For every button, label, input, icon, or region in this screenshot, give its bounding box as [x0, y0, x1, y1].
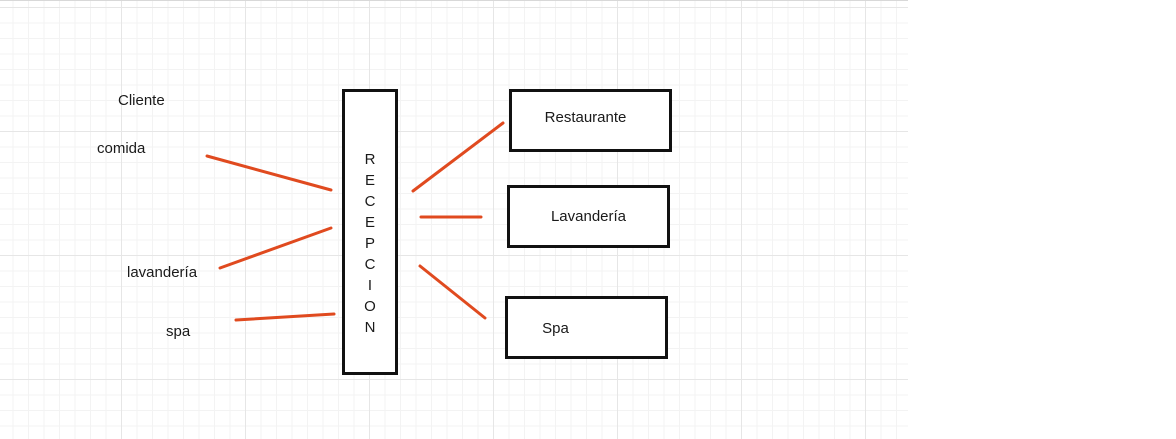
service-box-restaurante: Restaurante: [509, 89, 672, 152]
reception-letter: N: [364, 319, 376, 336]
reception-letter: E: [364, 172, 375, 189]
diagram-canvas: Cliente comida lavandería spa R E C E P …: [0, 0, 908, 439]
connector-lavanderia: [218, 226, 333, 270]
service-label-lavanderia: Lavandería: [550, 208, 627, 225]
service-label-restaurante: Restaurante: [544, 109, 627, 126]
label-comida: comida: [97, 140, 146, 157]
service-box-lavanderia: Lavandería: [507, 185, 670, 248]
reception-letter: P: [364, 235, 375, 252]
service-box-spa: Spa: [505, 296, 668, 359]
label-cliente: Cliente: [118, 92, 165, 109]
reception-letter: C: [364, 193, 376, 210]
connector-lines: [205, 121, 505, 322]
reception-label: R E C E P C I O N: [345, 149, 395, 338]
reception-letter: R: [364, 151, 376, 168]
connector-spa-service: [418, 264, 487, 320]
reception-box: R E C E P C I O N: [342, 89, 398, 375]
canvas-top-edge: [0, 0, 908, 1]
service-label-spa: Spa: [542, 320, 569, 337]
reception-letter: I: [367, 277, 373, 294]
reception-letter: C: [364, 256, 376, 273]
connector-spa: [234, 312, 336, 322]
label-spa: spa: [166, 323, 191, 340]
connector-restaurante: [411, 121, 505, 193]
connector-comida: [205, 154, 333, 192]
reception-letter: O: [364, 298, 376, 315]
label-lavanderia: lavandería: [127, 264, 198, 281]
reception-letter: E: [364, 214, 375, 231]
